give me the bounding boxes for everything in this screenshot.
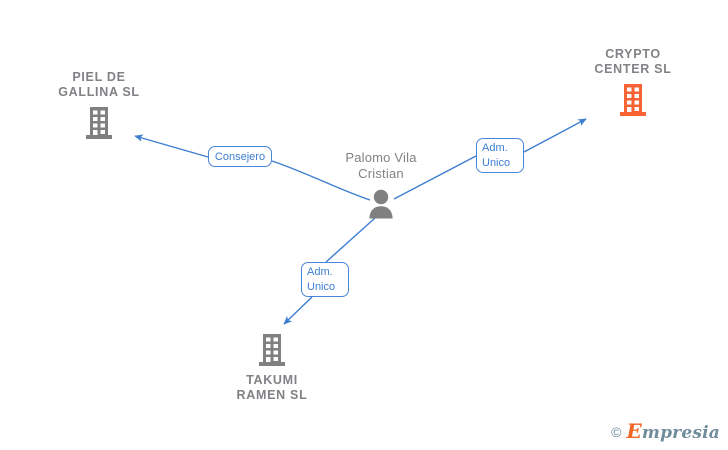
person-icon xyxy=(369,189,393,219)
node-piel-de-gallina[interactable]: PIEL DE GALLINA SL xyxy=(24,70,174,140)
copyright-icon: © xyxy=(611,424,622,440)
edge-label-adm-unico-takumi[interactable]: Adm. Unico xyxy=(301,262,349,297)
empresia-logo: Empresia xyxy=(626,419,720,443)
edge-label-consejero[interactable]: Consejero xyxy=(208,146,272,167)
node-label-palomo-vila-cristian: Palomo Vila Cristian xyxy=(345,150,417,181)
node-crypto-center[interactable]: CRYPTO CENTER SL xyxy=(558,47,708,117)
node-label-crypto-center: CRYPTO CENTER SL xyxy=(594,47,672,76)
office-building-icon xyxy=(86,107,112,139)
edge-label-adm-unico-crypto[interactable]: Adm. Unico xyxy=(476,138,524,173)
office-building-icon xyxy=(620,84,646,116)
empresia-logo-text: mpresia xyxy=(641,423,720,443)
office-building-icon xyxy=(259,334,285,366)
node-label-piel-de-gallina: PIEL DE GALLINA SL xyxy=(58,70,140,99)
node-label-takumi-ramen: TAKUMI RAMEN SL xyxy=(236,373,308,402)
node-palomo-vila-cristian[interactable]: Palomo Vila Cristian xyxy=(306,150,456,219)
empresia-logo-initial: E xyxy=(626,419,642,443)
empresia-watermark: © Empresia xyxy=(611,419,720,443)
node-takumi-ramen[interactable]: TAKUMI RAMEN SL xyxy=(197,333,347,403)
